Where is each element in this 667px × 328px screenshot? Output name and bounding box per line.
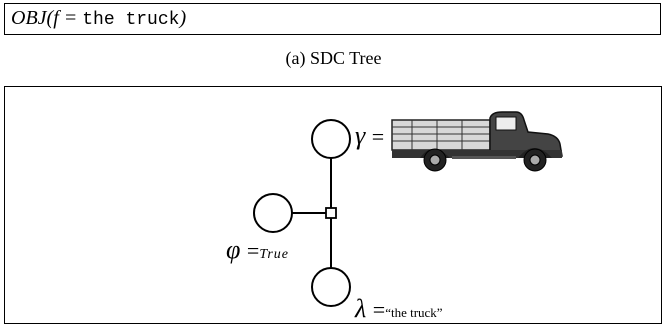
lambda-symbol: λ (355, 294, 367, 323)
factor-node (325, 207, 337, 219)
gamma-symbol: γ (355, 121, 366, 150)
phi-symbol: φ (226, 235, 241, 264)
sdc-tree-box: OBJ(f = the truck) (4, 3, 661, 35)
factor-graph-box (4, 86, 662, 324)
lambda-equals: = (372, 297, 386, 322)
phi-node (253, 193, 293, 233)
lambda-label: λ =“the truck” (355, 294, 443, 324)
phi-equals: = (246, 238, 260, 263)
lambda-node (311, 267, 351, 307)
truck-icon (391, 111, 563, 172)
expr-prefix: OBJ(f = (11, 7, 83, 29)
sdc-expression: OBJ(f = the truck) (11, 7, 186, 30)
gamma-node (311, 119, 351, 159)
phi-value: True (259, 247, 289, 262)
expr-code: the truck (82, 10, 180, 30)
lambda-value: “the truck” (385, 305, 443, 320)
expr-suffix: ) (179, 7, 187, 29)
phi-label: φ =True (226, 235, 289, 265)
gamma-label: γ = (355, 121, 384, 151)
caption-sdc-tree: (a) SDC Tree (285, 48, 382, 68)
gamma-equals: = (371, 124, 385, 149)
